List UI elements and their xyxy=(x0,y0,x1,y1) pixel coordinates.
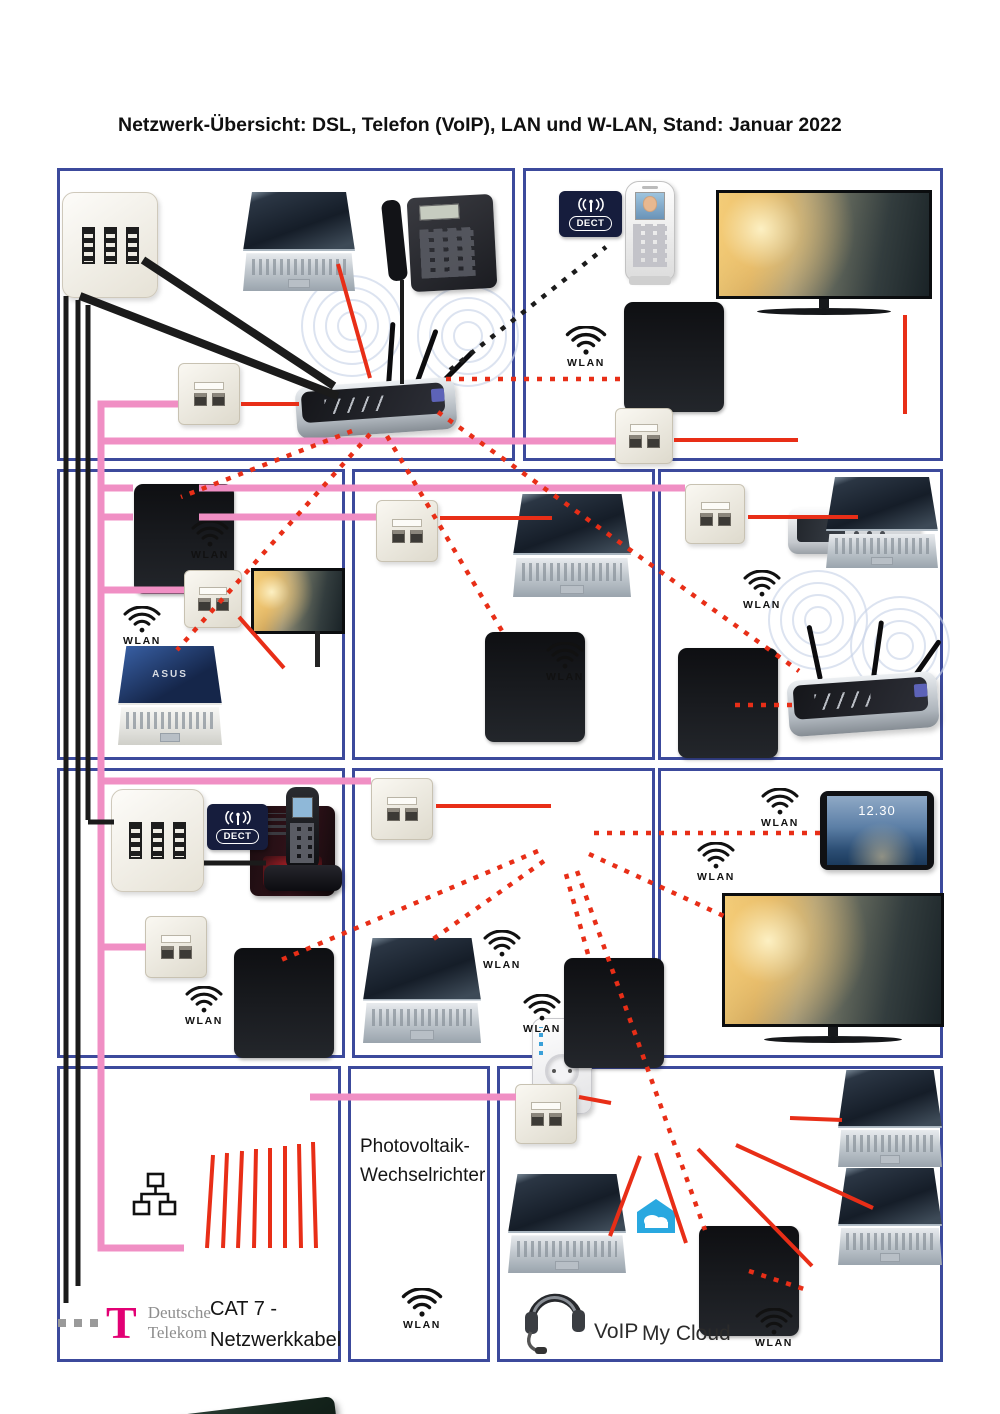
laptop xyxy=(513,494,631,598)
wlan-icon: WLAN xyxy=(560,326,612,369)
laptop xyxy=(838,1070,942,1168)
asus-netbook: ASUS xyxy=(118,646,222,746)
wlan-access-point xyxy=(786,612,942,738)
laptop xyxy=(508,1174,626,1274)
lan-wall-socket xyxy=(178,363,240,425)
tae-phone-socket xyxy=(111,789,204,892)
lan-wall-socket xyxy=(615,408,673,464)
voip-label: VoIP xyxy=(594,1320,639,1343)
laptop xyxy=(243,192,355,292)
lan-wall-socket xyxy=(515,1084,577,1144)
antenna-icon xyxy=(577,197,604,212)
network-icon xyxy=(130,1170,180,1220)
cordless-phone xyxy=(625,181,675,285)
cordless-phone-black xyxy=(264,787,342,891)
ethernet-switch: D-Link xyxy=(133,1396,345,1414)
tablet: 12.30 xyxy=(820,791,934,870)
my-cloud-icon xyxy=(636,1198,676,1234)
my-cloud-label: My Cloud xyxy=(642,1322,731,1345)
wlan-icon: WLAN xyxy=(756,788,804,829)
wall-mounted-tv xyxy=(251,568,345,667)
antenna-icon xyxy=(224,810,251,825)
smartphone: 12:45 xyxy=(678,648,778,758)
page-title: Netzwerk-Übersicht: DSL, Telefon (VoIP),… xyxy=(118,114,842,136)
lan-wall-socket xyxy=(145,916,207,978)
smartphone: 12:45 xyxy=(624,302,724,412)
laptop xyxy=(838,1168,942,1266)
wlan-icon: WLAN xyxy=(518,994,566,1035)
cat7-label: CAT 7 - Netzwerkkabel xyxy=(210,1298,342,1351)
wlan-icon: WLAN xyxy=(738,570,786,611)
router-logo xyxy=(430,388,445,403)
laptop xyxy=(363,938,481,1044)
lan-wall-socket xyxy=(371,778,433,840)
dect-icon: DECT xyxy=(207,804,268,850)
photovoltaic-label: Photovoltaik- Wechselrichter xyxy=(360,1136,486,1186)
laptop xyxy=(826,477,938,569)
wlan-icon: WLAN xyxy=(118,606,166,647)
lan-wall-socket xyxy=(685,484,745,544)
tv xyxy=(716,190,932,315)
wlan-icon: WLAN xyxy=(750,1308,798,1349)
wlan-icon: WLAN xyxy=(186,520,234,561)
wlan-icon: WLAN xyxy=(541,642,589,683)
lan-wall-socket xyxy=(376,500,438,562)
router-logo xyxy=(913,683,928,698)
wlan-icon: WLAN xyxy=(478,930,526,971)
wlan-icon: WLAN xyxy=(396,1288,448,1331)
tae-phone-socket xyxy=(62,192,158,298)
desk-phone xyxy=(380,193,498,293)
dect-icon: DECT xyxy=(559,191,622,237)
wlan-icon: WLAN xyxy=(692,842,740,883)
lan-wall-socket xyxy=(184,570,242,628)
wlan-icon: WLAN xyxy=(180,986,228,1027)
smartphone: 12:45 xyxy=(564,958,664,1068)
voip-headset xyxy=(518,1270,590,1356)
tv xyxy=(722,893,944,1043)
dsl-wifi-router xyxy=(294,300,476,440)
smartphone: 12:45 xyxy=(234,948,334,1058)
